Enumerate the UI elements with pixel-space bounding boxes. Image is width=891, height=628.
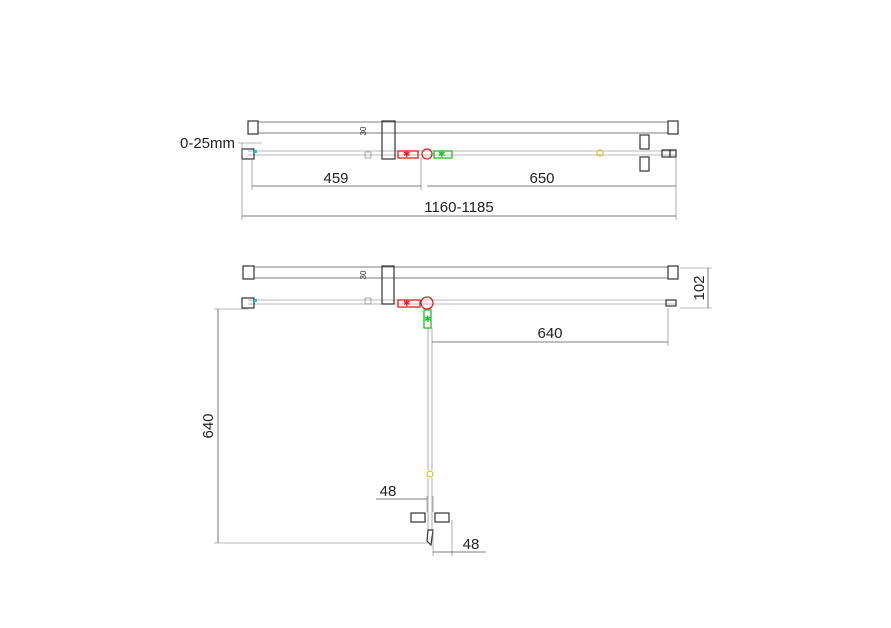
hinge-assembly-top: ✱ ✱ bbox=[397, 148, 453, 160]
center-bracket-bottom: 30 bbox=[359, 265, 395, 305]
wall-profile-left-bottom bbox=[241, 297, 257, 309]
dim-vertical-label: 640 bbox=[200, 413, 217, 438]
dim-tolerance-label: 0-25mm bbox=[180, 135, 235, 152]
dim-total-label: 1160-1185 bbox=[424, 199, 494, 216]
wall-profile-left bbox=[241, 148, 257, 160]
dim-horizontal-label: 640 bbox=[537, 325, 562, 342]
top-view: 30 ✱ ✱ 0-25mm bbox=[180, 120, 679, 220]
right-end-bottom bbox=[665, 299, 677, 307]
dim-depth-label: 102 bbox=[691, 275, 708, 300]
profile-label-bottom: 30 bbox=[359, 270, 368, 279]
dim-row-1: 459 650 bbox=[251, 158, 677, 190]
dim-door-a: 48 bbox=[376, 483, 434, 512]
knob-top bbox=[596, 149, 604, 157]
center-bracket: 30 bbox=[359, 120, 396, 160]
svg-text:✱: ✱ bbox=[403, 299, 411, 309]
top-rail bbox=[247, 120, 679, 135]
top-rail-bottom bbox=[242, 265, 679, 280]
svg-text:✱: ✱ bbox=[438, 150, 446, 160]
dim-vertical: 640 bbox=[200, 308, 430, 544]
dim-row-2: 1160-1185 bbox=[241, 158, 677, 220]
glass-line-bottom bbox=[248, 299, 676, 305]
dim-left-label: 459 bbox=[323, 170, 348, 187]
dim-door-b-label: 48 bbox=[463, 536, 480, 553]
dim-depth: 102 bbox=[680, 267, 712, 309]
svg-text:✱: ✱ bbox=[424, 315, 432, 325]
handle-right-top bbox=[639, 134, 677, 172]
swing-door bbox=[410, 328, 450, 547]
dim-door-a-label: 48 bbox=[380, 483, 397, 500]
glass-line bbox=[248, 150, 676, 156]
dim-door-b: 48 bbox=[432, 520, 486, 556]
profile-label: 30 bbox=[359, 126, 368, 135]
dim-tolerance: 0-25mm bbox=[180, 135, 262, 156]
dim-horizontal: 640 bbox=[432, 308, 669, 346]
hinge-assembly-bottom: ✱ ✱ bbox=[397, 296, 434, 329]
dim-right-label: 650 bbox=[529, 170, 554, 187]
bottom-view: 30 ✱ ✱ 1 bbox=[200, 265, 712, 556]
svg-text:✱: ✱ bbox=[403, 150, 411, 160]
